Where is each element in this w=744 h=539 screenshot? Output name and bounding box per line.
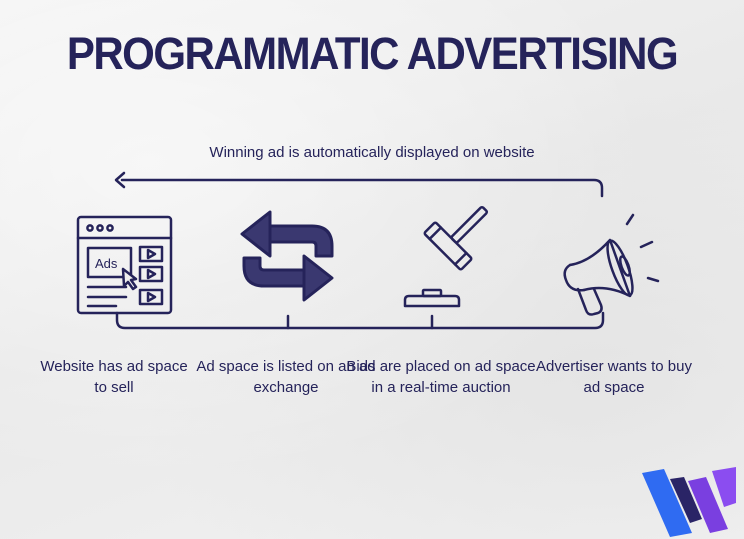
gavel-icon [403, 205, 489, 308]
ads-text: Ads [95, 256, 118, 271]
brand-logo [642, 467, 736, 537]
step-label-auction: Bids are placed on ad space in a real-ti… [346, 358, 536, 396]
website-ads-icon [76, 215, 173, 315]
step-label-exchange: Ad space is listed on an ad exchange [196, 358, 376, 396]
loop-label: Winning ad is automatically displayed on… [209, 144, 535, 161]
step-label-advertiser: Advertiser wants to buy ad space [536, 358, 692, 396]
megaphone-icon [563, 213, 660, 316]
loop-arrow [114, 171, 604, 198]
bottom-connector [115, 311, 605, 330]
page-title: PROGRAMMATIC ADVERTISING [66, 28, 679, 79]
exchange-arrows-icon [240, 210, 334, 302]
step-label-website: Website has ad space to sell [40, 358, 188, 396]
